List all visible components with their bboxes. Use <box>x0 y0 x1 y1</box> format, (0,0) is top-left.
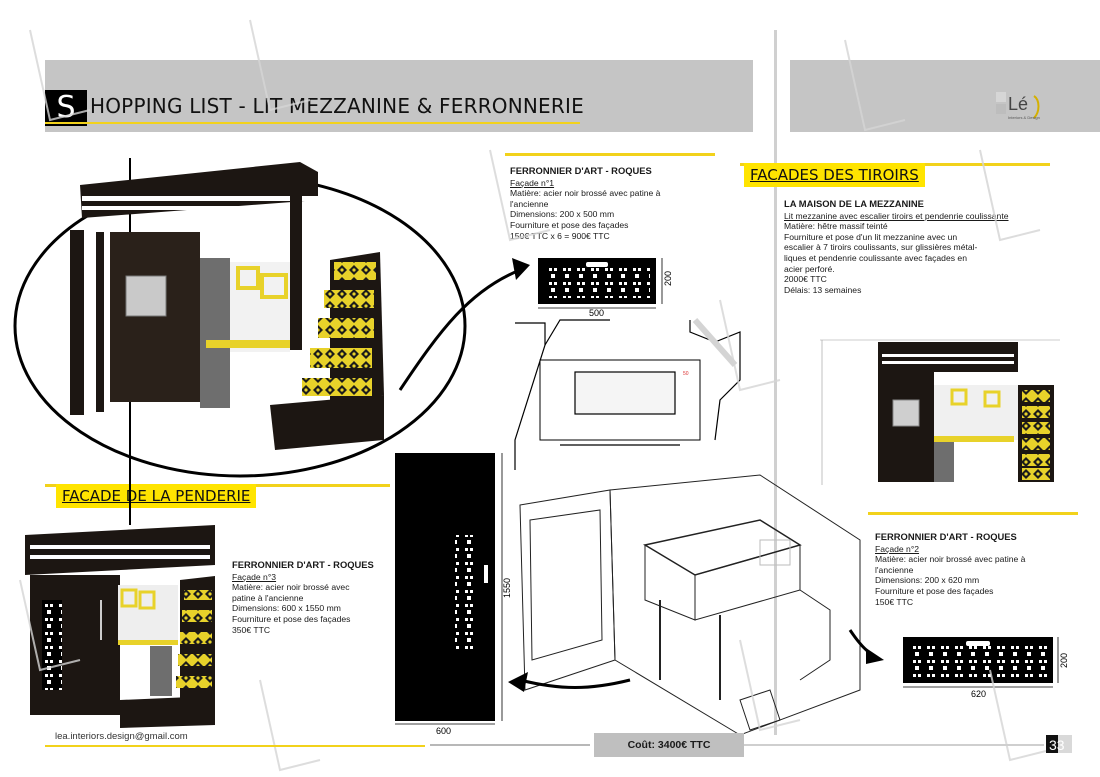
facade2-line: 150€ TTC <box>875 596 914 607</box>
plan-mark: 50 <box>683 371 689 377</box>
room-sketch <box>519 474 861 736</box>
arrow-head-3 <box>508 672 528 692</box>
arrow-to-facade1 <box>398 268 521 391</box>
mezzanine-bed-render <box>70 162 384 450</box>
facade2-dim-width: 620 <box>971 689 986 699</box>
penderie-bed-render <box>25 525 215 728</box>
facade3-line: Matière: acier noir brossé avec <box>232 582 350 593</box>
mezzanine-line: escalier à 7 tiroirs coulissants, sur gl… <box>784 242 978 253</box>
facade2-accent-line <box>868 512 1078 515</box>
facade3-text-block: FERRONNIER D'ART - ROQUES Façade n°3 Mat… <box>232 559 382 635</box>
facade2-line: Matière: acier noir brossé avec patine à <box>875 554 1026 565</box>
mezzanine-line: Délais: 13 semaines <box>784 284 862 295</box>
mezzanine-line: liques et pendenrie coulissante avec faç… <box>784 252 967 263</box>
mezzanine-text-block: LA MAISON DE LA MEZZANINE Lit mezzanine … <box>784 198 1014 295</box>
total-cost-badge: Coût: 3400€ TTC <box>594 733 744 757</box>
page-title: HOPPING LIST - LIT MEZZANINE & FERRONNER… <box>90 94 584 118</box>
facade3-dim-height: 1550 <box>502 578 512 598</box>
footer-grey-line <box>430 744 590 746</box>
header-band <box>45 60 753 132</box>
mezzanine-line: Matière: hêtre massif teinté <box>784 221 888 232</box>
mezzanine-heading: LA MAISON DE LA MEZZANINE <box>784 198 924 209</box>
facade1-accent-line <box>505 153 715 156</box>
brand-logo: Lé Interiors & Design <box>996 88 1048 122</box>
floor-plan <box>514 318 741 470</box>
mezzanine-subtitle: Lit mezzanine avec escalier tiroirs et p… <box>784 210 1009 221</box>
mezzanine-line: acier perforé. <box>784 263 835 274</box>
arrow-to-facade3 <box>519 678 631 689</box>
logo-text: Lé <box>1008 94 1028 114</box>
arrow-head-1 <box>512 258 530 280</box>
facade2-line: Fourniture et pose des façades <box>875 585 994 596</box>
facade3-dim-width: 600 <box>436 726 451 736</box>
mezzanine-line: Fourniture et pose d'un lit mezzanine av… <box>784 231 958 242</box>
footer-line <box>45 745 425 747</box>
facade1-dim-height: 200 <box>663 271 673 286</box>
facade2-heading: FERRONNIER D'ART - ROQUES <box>875 531 1017 542</box>
logo-subtext: Interiors & Design <box>1008 115 1040 120</box>
mezzanine-line: 2000€ TTC <box>784 274 827 285</box>
facade3-line: patine à l'ancienne <box>232 592 304 603</box>
facade3-line: Dimensions: 600 x 1550 mm <box>232 603 341 614</box>
facade1-dim-width: 500 <box>589 308 604 318</box>
facade1-heading: FERRONNIER D'ART - ROQUES <box>510 165 652 176</box>
facade2-text-block: FERRONNIER D'ART - ROQUES Façade n°2 Mat… <box>875 531 1075 607</box>
facade1-line: Dimensions: 200 x 500 mm <box>510 209 615 220</box>
facade2-line: l'ancienne <box>875 564 914 575</box>
page-number-text: 33 <box>1049 737 1065 753</box>
facade2-drawing: 620 200 <box>903 637 1069 699</box>
arrow-head-2 <box>866 648 884 664</box>
facade1-line: Matière: acier noir brossé avec patine à <box>510 188 661 199</box>
title-underline <box>45 122 580 124</box>
mezzanine-elevation <box>820 339 1060 485</box>
facade1-line: Fourniture et pose des façades <box>510 219 629 230</box>
facade3-subtitle: Façade n°3 <box>232 571 277 582</box>
facade3-line: 350€ TTC <box>232 624 271 635</box>
facade3-line: Fourniture et pose des façades <box>232 613 351 624</box>
section-tiroirs-title: FACADES DES TIROIRS <box>744 163 925 187</box>
page-number: 33 <box>1046 733 1076 755</box>
section-penderie-title: FACADE DE LA PENDERIE <box>56 484 257 508</box>
facade1-line: 150€ TTC x 6 = 900€ TTC <box>510 230 610 241</box>
footer-email: lea.interiors.design@gmail.com <box>55 731 188 742</box>
facade2-dim-height: 200 <box>1059 653 1069 668</box>
facade3-heading: FERRONNIER D'ART - ROQUES <box>232 559 374 570</box>
facade3-drawing: 600 1550 <box>395 453 512 736</box>
facade2-subtitle: Façade n°2 <box>875 543 920 554</box>
header-band-right <box>790 60 1100 132</box>
facade1-drawing: 500 200 <box>538 258 673 318</box>
facade2-line: Dimensions: 200 x 620 mm <box>875 575 980 586</box>
footer-line-right <box>744 744 1044 746</box>
